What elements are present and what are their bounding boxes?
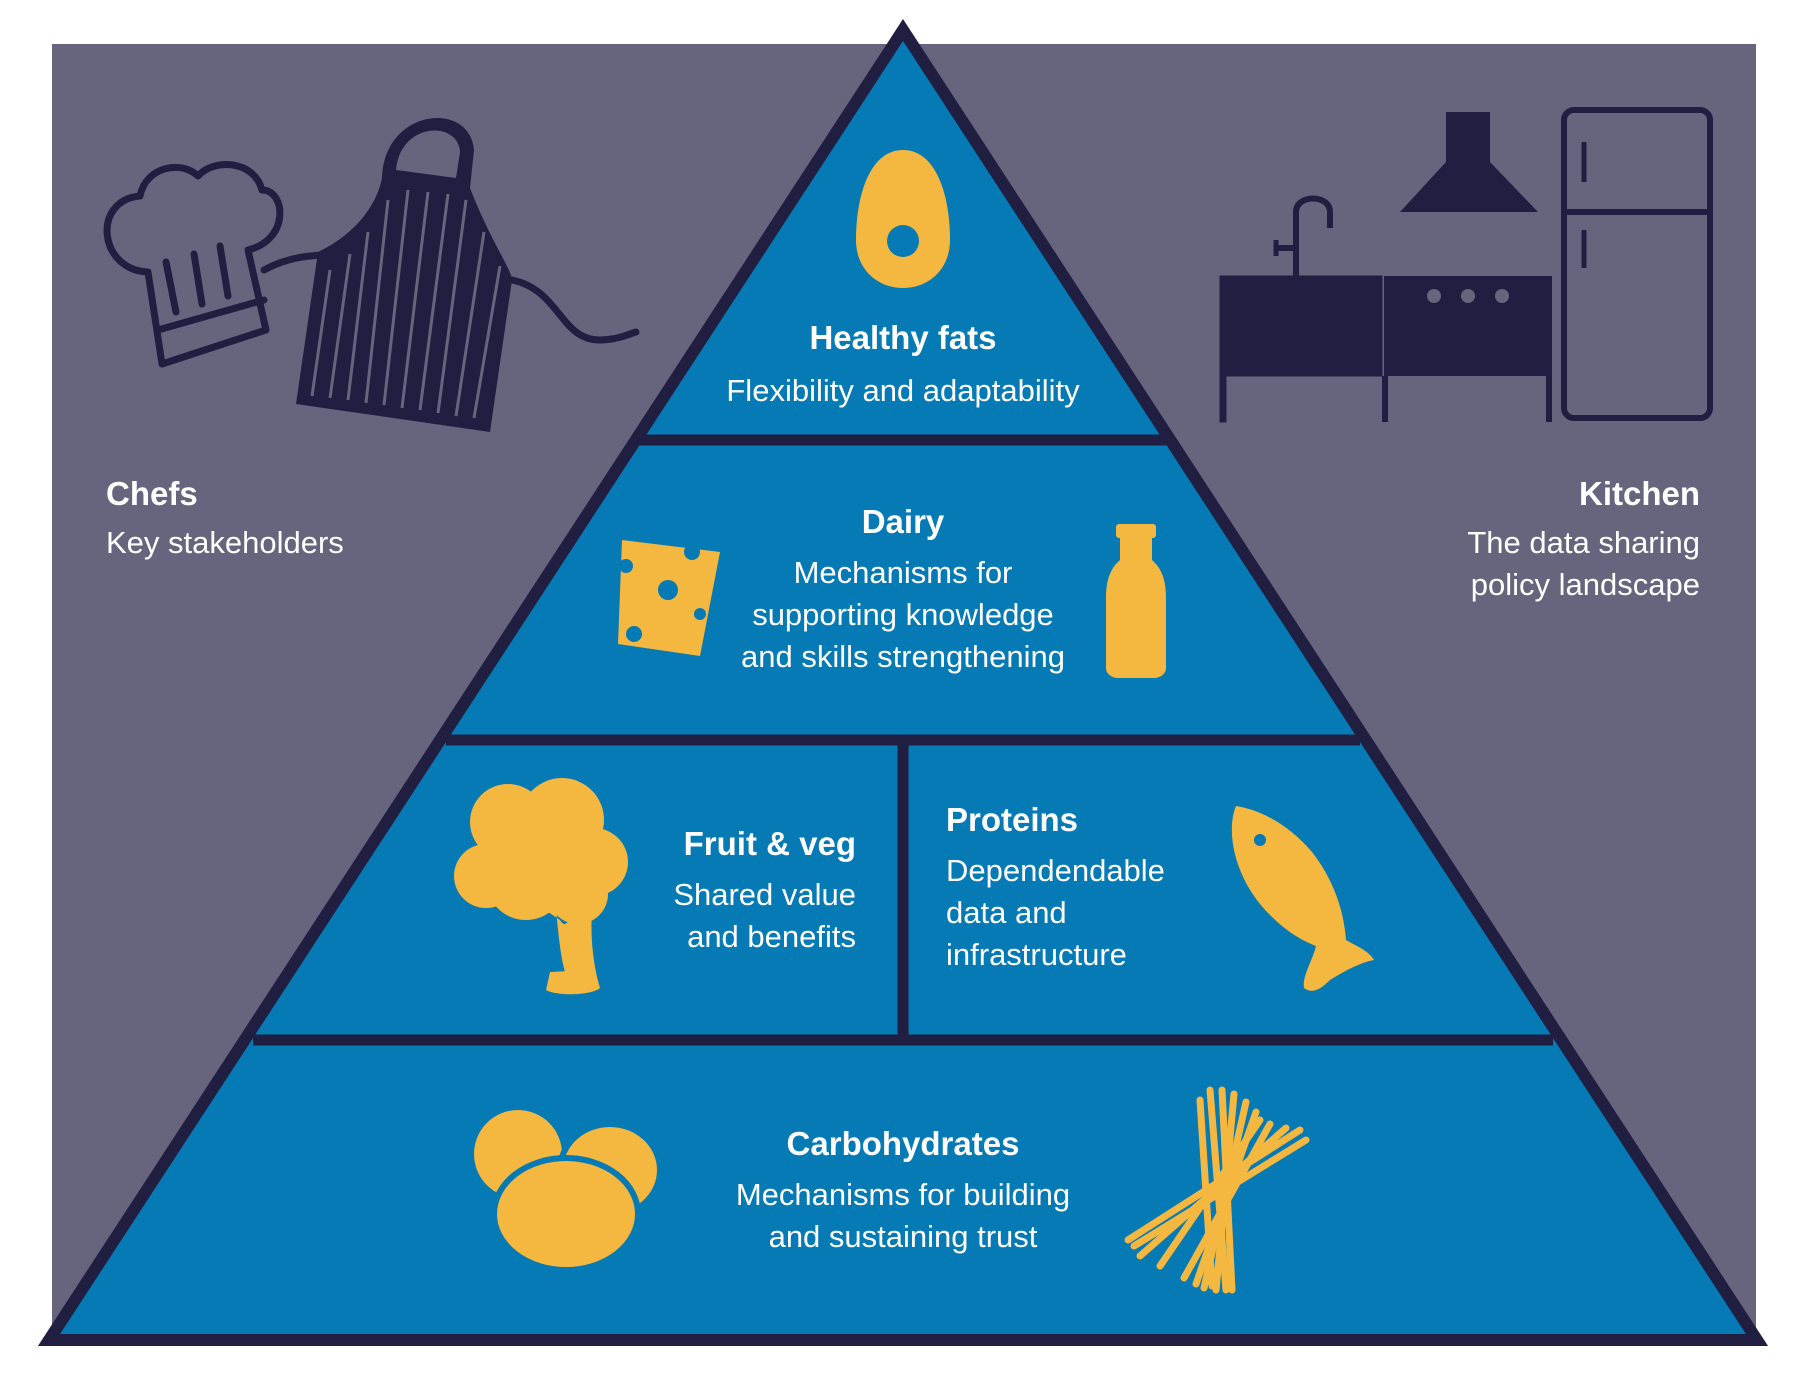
cheese-icon xyxy=(618,540,720,656)
tier-fruit-veg-description: Shared value and benefits xyxy=(600,874,856,958)
kitchen-description-line: The data sharing xyxy=(1467,525,1700,560)
tier-description-line: Shared value xyxy=(673,877,856,912)
tier-description-line: Mechanisms for xyxy=(793,555,1013,590)
tier-description-line: and sustaining trust xyxy=(768,1219,1038,1254)
tier-healthy-fats-title: Healthy fats xyxy=(809,319,997,356)
spaghetti-icon xyxy=(1124,1086,1310,1294)
tier-description-line: infrastructure xyxy=(946,937,1127,972)
tier-dairy-description: Mechanisms for supporting knowledge and … xyxy=(653,552,1153,678)
cooker-hood-icon xyxy=(1400,112,1538,212)
chef-hat-icon xyxy=(103,161,284,368)
tier-fruit-veg-title: Fruit & veg xyxy=(683,825,856,862)
broccoli-icon xyxy=(454,778,628,995)
milk-bottle-icon xyxy=(1106,524,1166,678)
tier-dairy-title: Dairy xyxy=(861,503,945,540)
avocado-icon xyxy=(856,150,950,288)
tier-description-line: Dependendable xyxy=(946,853,1165,888)
tier-description-line: supporting knowledge xyxy=(752,597,1054,632)
stove-icon xyxy=(1382,276,1552,422)
kitchen-description: The data sharing policy landscape xyxy=(1380,522,1700,606)
tier-description-line: Flexibility and adaptability xyxy=(726,373,1080,408)
tier-carbohydrates-description: Mechanisms for building and sustaining t… xyxy=(653,1174,1153,1258)
tier-carbohydrates-title: Carbohydrates xyxy=(786,1125,1020,1162)
fish-icon xyxy=(1231,806,1374,991)
tier-proteins-title: Proteins xyxy=(946,801,1079,838)
potatoes-icon xyxy=(474,1110,663,1273)
tier-description-line: Mechanisms for building xyxy=(735,1177,1071,1212)
apron-icon xyxy=(296,117,512,432)
tier-healthy-fats-description: Flexibility and adaptability xyxy=(653,370,1153,412)
tier-description-line: data and xyxy=(946,895,1067,930)
kitchen-description-line: policy landscape xyxy=(1470,567,1700,602)
kitchen-title: Kitchen xyxy=(1578,475,1700,512)
sink-icon xyxy=(1219,195,1383,423)
chefs-title: Chefs xyxy=(106,475,198,512)
tier-description-line: and benefits xyxy=(687,919,856,954)
pyramid xyxy=(37,19,1769,1346)
chefs-description: Key stakeholders xyxy=(106,525,344,560)
tier-proteins-description: Dependendable data and infrastructure xyxy=(946,850,1206,976)
fridge-icon xyxy=(1561,107,1713,421)
tier-description-line: and skills strengthening xyxy=(741,639,1065,674)
